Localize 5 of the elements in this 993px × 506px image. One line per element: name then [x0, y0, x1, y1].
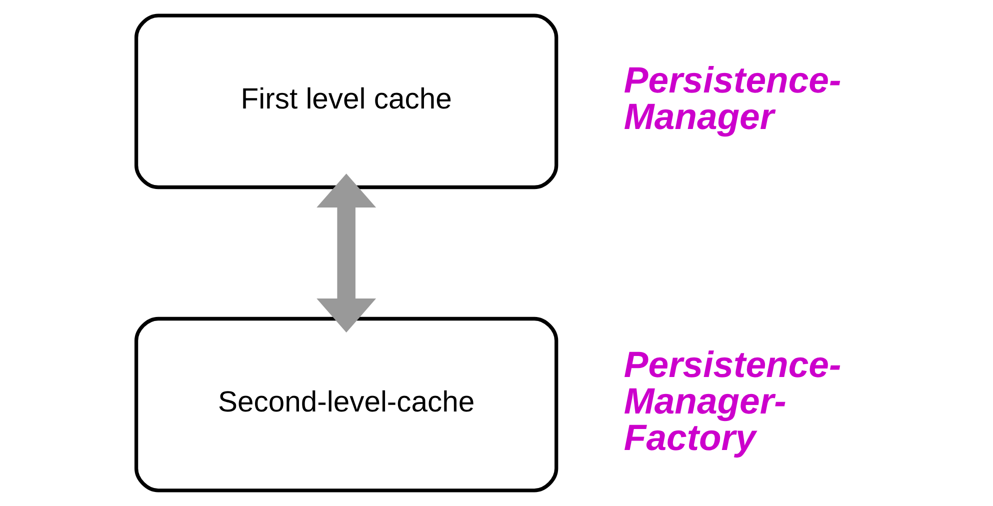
node-label: Persistence- Manager- Factory [623, 344, 841, 458]
node-box: First level cache [134, 14, 558, 190]
node-label: Persistence- Manager [623, 59, 841, 137]
arrow [316, 174, 376, 332]
node-box: Second-level-cache [134, 316, 558, 492]
